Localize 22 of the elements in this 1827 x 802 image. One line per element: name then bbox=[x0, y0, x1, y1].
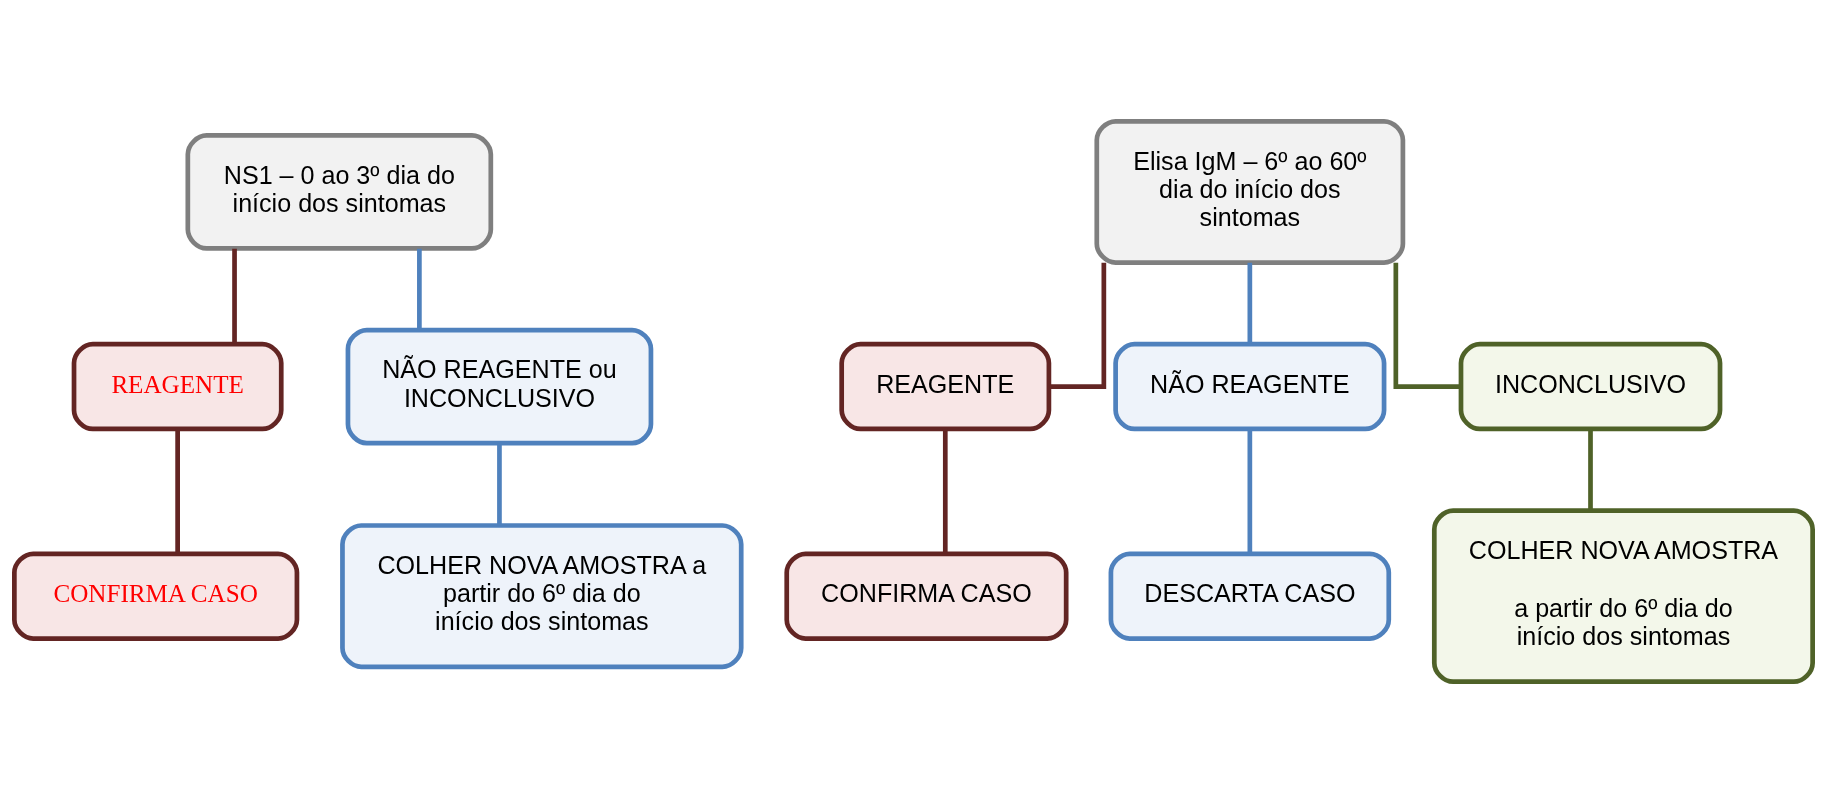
node-box: INCONCLUSIVO bbox=[1458, 341, 1723, 431]
connector bbox=[175, 428, 180, 553]
node-box: NÃO REAGENTE ou INCONCLUSIVO bbox=[345, 327, 654, 445]
node-box: CONFIRMA CASO bbox=[784, 550, 1069, 641]
connector bbox=[942, 428, 948, 553]
connector bbox=[1247, 262, 1253, 344]
node-box: COLHER NOVA AMOSTRA a partir do 6º dia do início dos sintomas bbox=[1431, 507, 1815, 684]
connector bbox=[232, 248, 237, 344]
node-box: REAGENTE bbox=[71, 341, 284, 431]
connector bbox=[1588, 428, 1593, 511]
node-box: NS1 – 0 ao 3º dia do início dos sintomas bbox=[185, 132, 494, 251]
connector bbox=[1049, 262, 1107, 389]
node-box: Elisa IgM – 6º ao 60º dia do início dos sintomas bbox=[1094, 118, 1406, 265]
node-box: DESCARTA CASO bbox=[1108, 550, 1392, 641]
node-box: NÃO REAGENTE bbox=[1113, 341, 1387, 431]
connector bbox=[1393, 262, 1461, 389]
connector bbox=[1247, 428, 1253, 553]
connector bbox=[417, 248, 422, 330]
node-box: COLHER NOVA AMOSTRA a partir do 6º dia do início dos sintomas bbox=[340, 522, 744, 669]
node-box: CONFIRMA CASO bbox=[12, 550, 300, 641]
node-box: REAGENTE bbox=[839, 341, 1052, 431]
connector bbox=[497, 442, 502, 525]
